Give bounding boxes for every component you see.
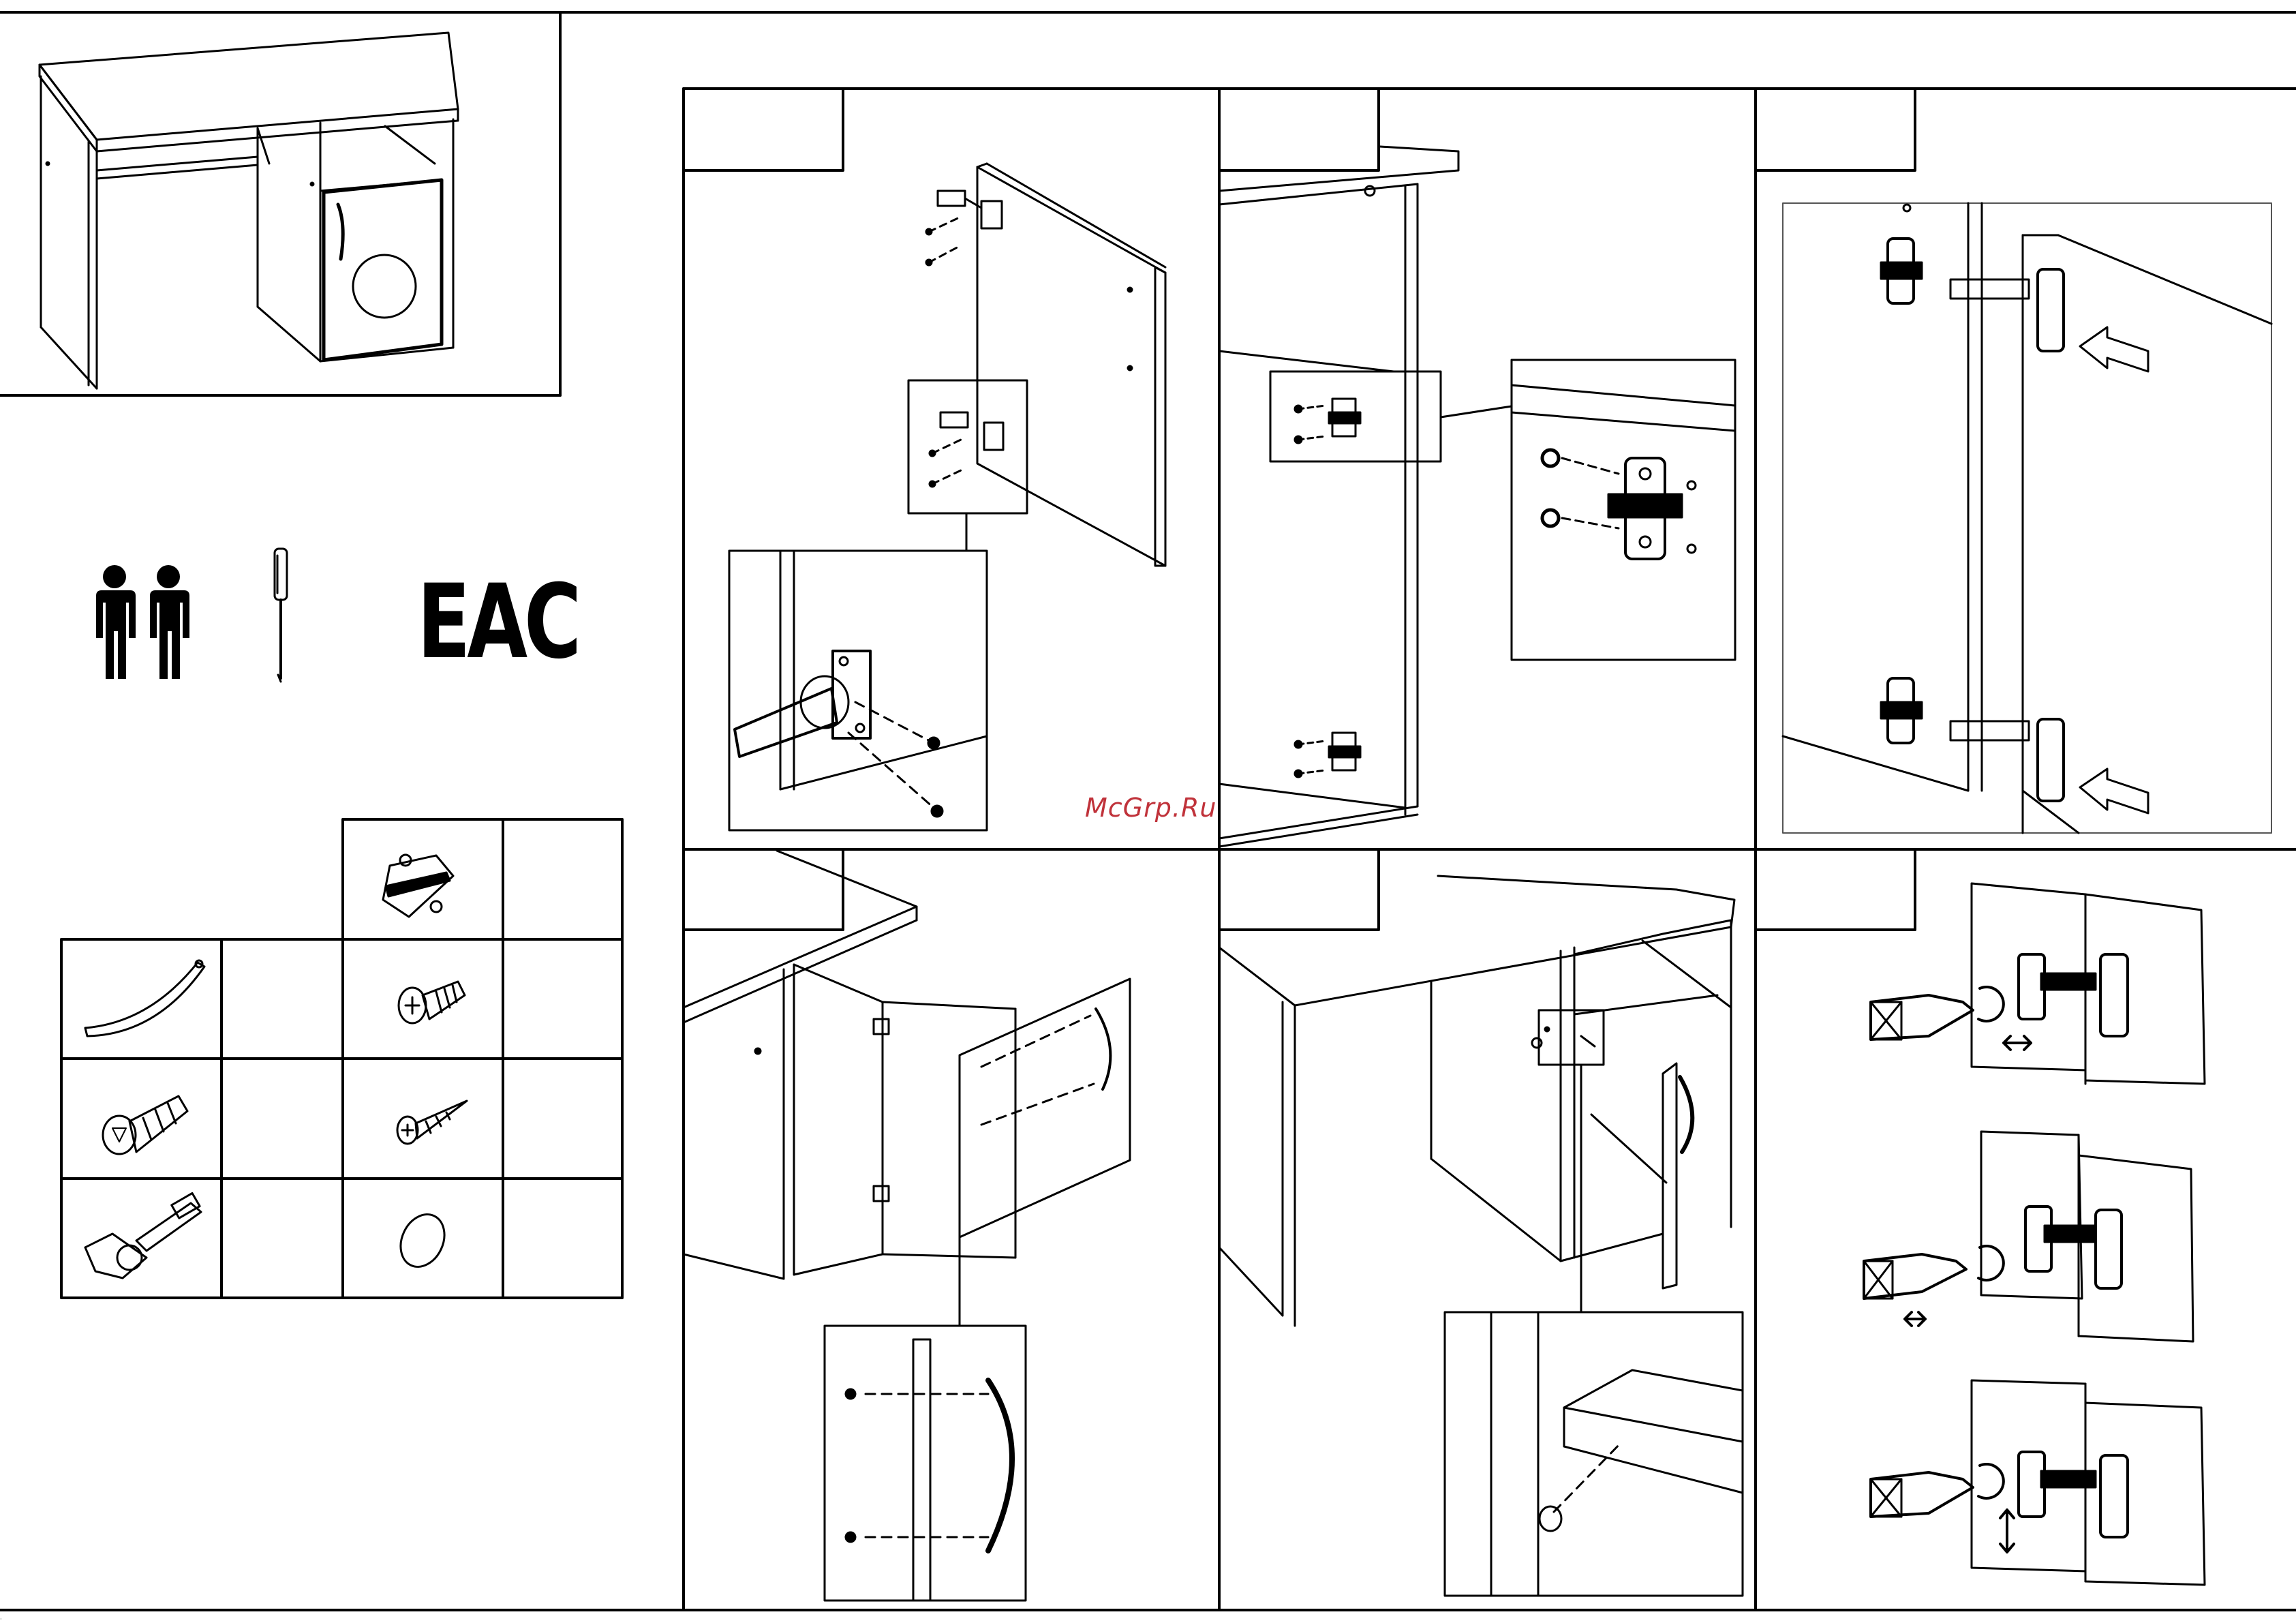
screw-part (399, 982, 465, 1023)
step-mounting-plate-to-side (1219, 147, 1735, 847)
step-fit-caps (1219, 876, 1743, 1596)
parts-table (61, 819, 622, 1298)
hinge-lower-mounted (1881, 678, 2064, 801)
eac-certification-mark: EAC (417, 571, 578, 673)
watermark: McGrp.Ru (1085, 793, 1216, 823)
wood-screw-part (397, 1101, 467, 1144)
hinge-part (85, 1193, 201, 1278)
step-hinge-to-door (729, 164, 1165, 830)
step-adjust-hinges (1864, 883, 2205, 1585)
svg-text:·: · (0, 1616, 2, 1622)
handle-part (85, 960, 204, 1036)
dowel-part (103, 1096, 187, 1154)
step-attach-door (1783, 203, 2271, 833)
hinge-upper-mounted (1881, 239, 2064, 351)
mounting-plate-upper (1295, 399, 1360, 443)
desk-overview-illustration (40, 33, 458, 389)
mounting-plate-lower (1295, 733, 1360, 777)
screwdriver-icon (275, 549, 287, 682)
cap-part (393, 1207, 453, 1274)
two-person-icon (96, 565, 189, 679)
step-fit-handle (684, 851, 1130, 1601)
cam-hinge-plate-part (383, 855, 453, 917)
insert-arrow-icon (2080, 327, 2148, 813)
